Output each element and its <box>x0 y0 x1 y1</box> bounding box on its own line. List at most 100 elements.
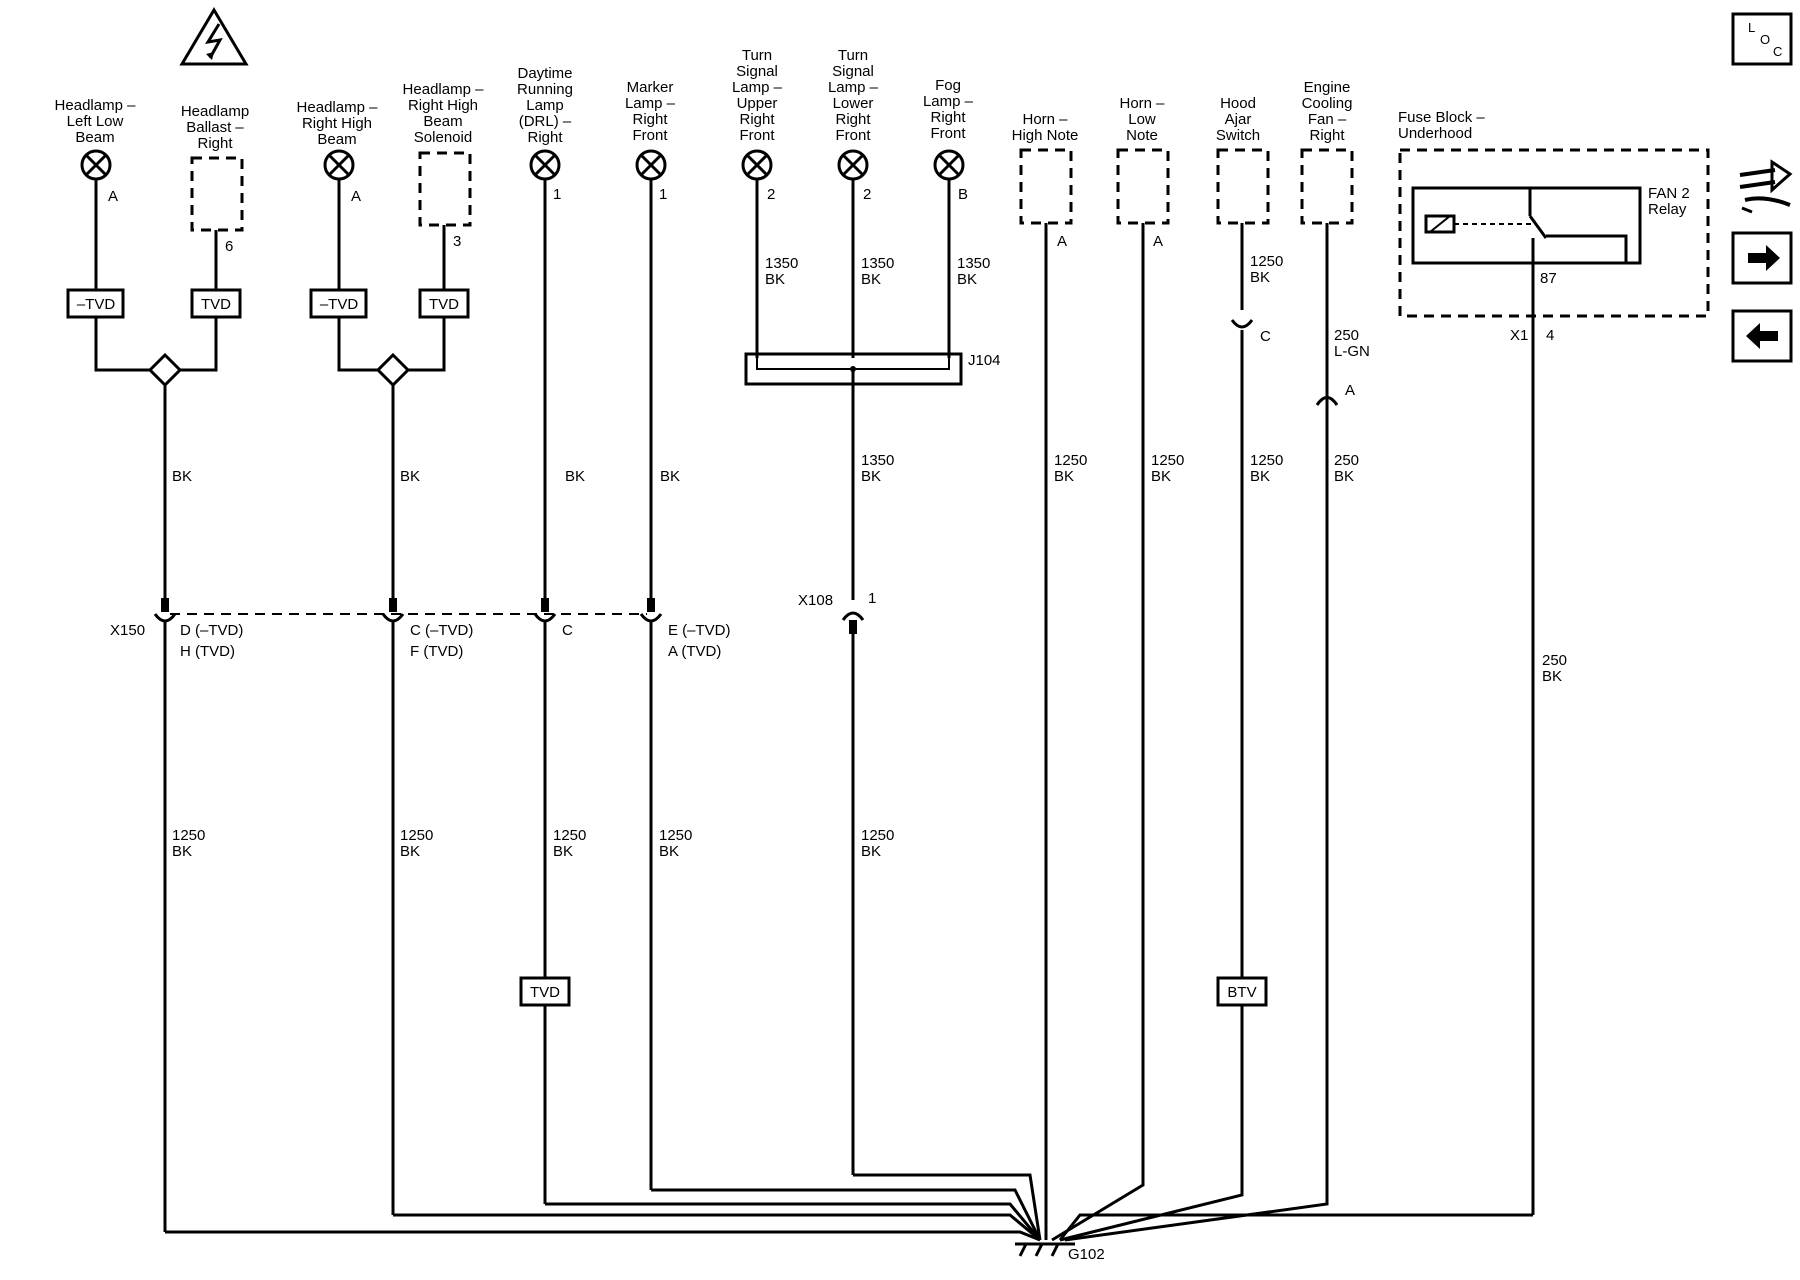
svg-text:Note: Note <box>1126 127 1158 144</box>
x108-label: X108 <box>798 592 833 609</box>
svg-text:1250: 1250 <box>553 827 586 844</box>
pin-label: C (–TVD) <box>410 622 473 639</box>
svg-text:1250: 1250 <box>861 827 894 844</box>
svg-text:BK: BK <box>1334 468 1354 485</box>
relay-label: Relay <box>1648 201 1687 218</box>
splice-diamond <box>375 352 411 388</box>
svg-text:Fog: Fog <box>935 77 961 94</box>
svg-text:BK: BK <box>553 843 573 860</box>
pin-label: F (TVD) <box>410 643 463 660</box>
pin-label: 4 <box>1546 327 1554 344</box>
svg-text:BK: BK <box>1054 468 1074 485</box>
svg-text:Ajar: Ajar <box>1225 111 1252 128</box>
fan-box <box>1300 148 1354 225</box>
relay-pin-label: 87 <box>1540 270 1557 287</box>
label-ts-lower-rf: Turn Signal Lamp – Lower Right Front <box>828 47 879 144</box>
svg-text:Fan –: Fan – <box>1308 111 1347 128</box>
warning-icon <box>179 7 249 66</box>
svg-text:Signal: Signal <box>736 63 778 80</box>
label-ballast-right: Headlamp Ballast – Right <box>181 103 249 152</box>
label-hl-right-high: Headlamp – Right High Beam <box>297 99 379 148</box>
loc-button[interactable]: L O C <box>1731 12 1793 66</box>
ntvd-badge <box>66 288 125 319</box>
svg-text:L: L <box>1748 20 1755 35</box>
solenoid-box <box>418 151 472 227</box>
svg-text:Front: Front <box>739 127 775 144</box>
svg-text:Right High: Right High <box>408 97 478 114</box>
svg-text:Right: Right <box>739 111 775 128</box>
svg-text:1250: 1250 <box>1250 253 1283 270</box>
svg-text:1350: 1350 <box>765 255 798 272</box>
connector-c-hood <box>1230 319 1254 329</box>
ground-icon <box>1015 1242 1075 1257</box>
svg-text:Right High: Right High <box>302 115 372 132</box>
btv-badge <box>1216 976 1268 1007</box>
svg-text:BK: BK <box>1151 468 1171 485</box>
svg-text:BK: BK <box>172 843 192 860</box>
svg-text:1250: 1250 <box>172 827 205 844</box>
svg-text:250: 250 <box>1542 652 1567 669</box>
pin-label: 1 <box>659 186 667 203</box>
svg-text:Right: Right <box>930 109 966 126</box>
svg-text:Right: Right <box>1309 127 1345 144</box>
ballast-box <box>190 156 244 232</box>
svg-text:BK: BK <box>765 271 785 288</box>
pin-label: 2 <box>863 186 871 203</box>
next-page-button[interactable] <box>1731 231 1793 285</box>
svg-text:BK: BK <box>659 843 679 860</box>
svg-text:Engine: Engine <box>1304 79 1351 96</box>
lamp-icon-ts-lower <box>837 149 869 181</box>
svg-text:BK: BK <box>1542 668 1562 685</box>
label-fan-right: Engine Cooling Fan – Right <box>1302 79 1353 144</box>
svg-text:Right: Right <box>197 135 233 152</box>
pin-label: A <box>1153 233 1163 250</box>
x150-label: X150 <box>110 622 145 639</box>
pin-label: 2 <box>767 186 775 203</box>
connector-view-icon[interactable] <box>1739 159 1793 214</box>
j104-label: J104 <box>968 352 1001 369</box>
pin-label: C <box>1260 328 1271 345</box>
svg-text:Lamp –: Lamp – <box>625 95 676 112</box>
connector-a-fan <box>1315 396 1339 406</box>
ntvd-badge-label: –TVD <box>320 296 359 313</box>
svg-text:Right: Right <box>527 129 563 146</box>
svg-text:Fuse Block –: Fuse Block – <box>1398 109 1485 126</box>
hood-switch-box <box>1216 148 1270 225</box>
svg-text:Signal: Signal <box>832 63 874 80</box>
svg-text:Front: Front <box>632 127 668 144</box>
prev-page-button[interactable] <box>1731 309 1793 363</box>
svg-text:1350: 1350 <box>861 452 894 469</box>
arrow-left-icon <box>1746 323 1778 349</box>
pin-label: 1 <box>868 590 876 607</box>
lamp-icon-right-high <box>323 149 355 181</box>
svg-text:Front: Front <box>835 127 871 144</box>
svg-text:1250: 1250 <box>400 827 433 844</box>
label-marker-rf: Marker Lamp – Right Front <box>625 79 676 144</box>
fan2-relay-box <box>1411 186 1642 265</box>
label-horn-high: Horn – High Note <box>1012 111 1079 144</box>
pin-label: A <box>108 188 118 205</box>
fuse-block-box <box>1398 148 1710 318</box>
ntvd-badge-label: –TVD <box>77 296 116 313</box>
pin-label: A <box>1057 233 1067 250</box>
lamp-icon-left-low <box>80 149 112 181</box>
pin-label: A <box>1345 382 1355 399</box>
svg-text:Horn –: Horn – <box>1022 111 1068 128</box>
svg-text:1250: 1250 <box>659 827 692 844</box>
svg-text:Right: Right <box>835 111 871 128</box>
pin-label: A <box>351 188 361 205</box>
pin-label: 1 <box>553 186 561 203</box>
svg-text:Lamp: Lamp <box>526 97 564 114</box>
x1-label: X1 <box>1510 327 1528 344</box>
lamp-icon-fog <box>933 149 965 181</box>
tvd-badge <box>418 288 470 319</box>
svg-text:Headlamp –: Headlamp – <box>297 99 379 116</box>
svg-text:Beam: Beam <box>423 113 462 130</box>
